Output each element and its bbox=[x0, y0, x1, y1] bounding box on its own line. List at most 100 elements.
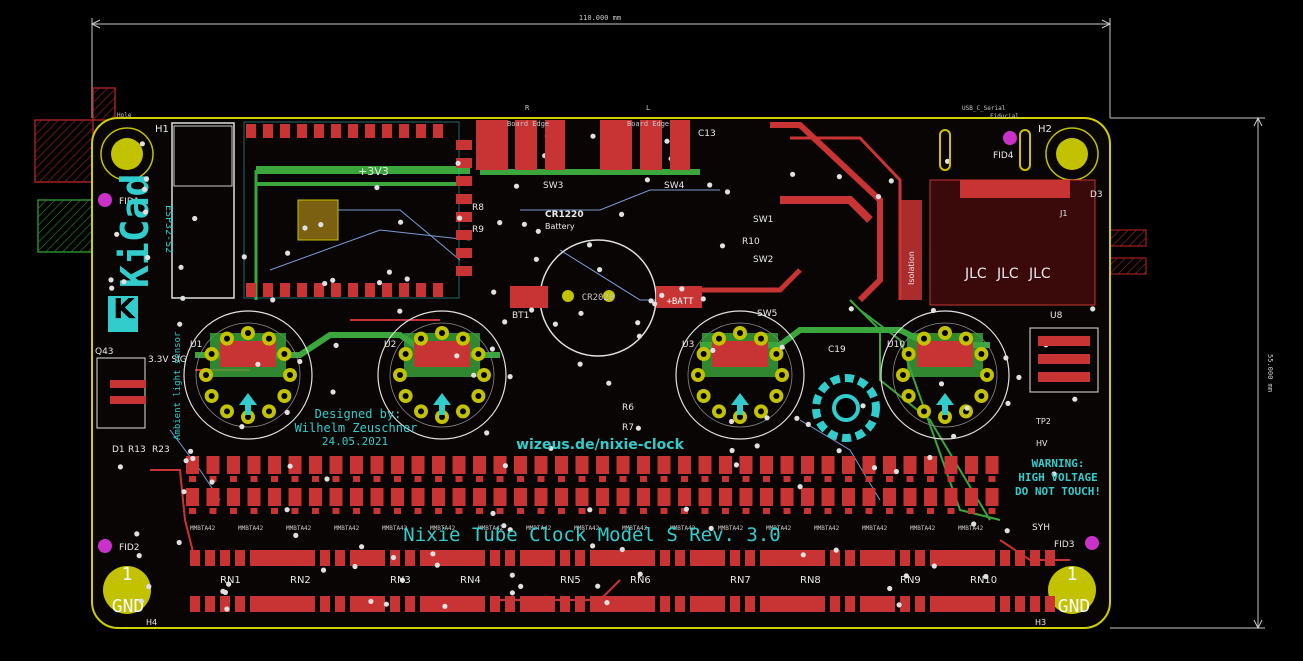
warning-line3: DO NOT TOUCH! bbox=[1015, 485, 1101, 498]
svg-text:D3: D3 bbox=[1090, 190, 1103, 200]
open-hardware-logo bbox=[812, 374, 880, 442]
dimension-height: 55.000 mm bbox=[1110, 116, 1274, 630]
hole-ref: H1 bbox=[155, 124, 169, 135]
battery-ref: CR2020 bbox=[582, 293, 615, 303]
tube-ref: U3 bbox=[682, 340, 694, 350]
batt-label: +BATT bbox=[666, 297, 694, 307]
transistor-part-label: MMBTA42 bbox=[718, 525, 744, 532]
switch-sw2: SW2 bbox=[753, 255, 773, 265]
hv-warning: WARNING: HIGH VOLTAGE DO NOT TOUCH! bbox=[1015, 457, 1101, 498]
transistor-part-label: MMBTA42 bbox=[430, 525, 456, 532]
usb-block[interactable]: USB_C_Serial JLC JLC JLC D3 J1 U8 bbox=[929, 105, 1103, 321]
svg-text:J1: J1 bbox=[1059, 209, 1067, 218]
svg-text:C13: C13 bbox=[698, 129, 716, 139]
resistor-network[interactable]: RN10 bbox=[940, 550, 1055, 612]
svg-text:R8: R8 bbox=[472, 203, 484, 213]
battery-holder[interactable]: +BATT CR2020 CR1220 Battery BT1 bbox=[510, 210, 702, 357]
svg-text:FID4: FID4 bbox=[993, 151, 1014, 161]
nixie-tube-socket[interactable]: U10 bbox=[880, 310, 1010, 440]
hole-ref: H4 bbox=[146, 618, 157, 627]
switch-sw5: SW5 bbox=[757, 309, 777, 319]
warning-line1: WARNING: bbox=[1032, 457, 1085, 470]
jlc-label: JLC bbox=[964, 266, 987, 282]
isolation-block: Isolation bbox=[900, 200, 922, 300]
usb-label: USB_C_Serial bbox=[962, 105, 1006, 112]
resistor-network-ref: RN8 bbox=[800, 575, 821, 586]
resistor-network-ref: RN7 bbox=[730, 575, 751, 586]
transistor-part-label: MMBTA42 bbox=[958, 525, 984, 532]
nixie-tube-socket[interactable]: U2 bbox=[377, 310, 507, 440]
switch-sw4: SW4 bbox=[664, 181, 685, 191]
mounting-hole-h3[interactable]: 1 GND H3 bbox=[1035, 564, 1096, 627]
transistor-part-label: MMBTA42 bbox=[382, 525, 408, 532]
svg-text:K: K bbox=[113, 292, 136, 325]
dimension-width: 110.000 mm bbox=[90, 14, 1112, 118]
height-dimension-label: 55.000 mm bbox=[1266, 354, 1274, 392]
battery-word: Battery bbox=[545, 222, 575, 231]
top-switches[interactable]: R L Board Edge Board Edge SW3 SW4 SW1 SW… bbox=[476, 104, 777, 319]
design-date: 24.05.2021 bbox=[322, 435, 388, 448]
isolation-label: Isolation bbox=[907, 251, 916, 285]
svg-text:R7: R7 bbox=[622, 423, 634, 433]
svg-text:Q43: Q43 bbox=[95, 347, 114, 357]
resistor-network-ref: RN4 bbox=[460, 575, 481, 586]
transistor-part-label: MMBTA42 bbox=[526, 525, 552, 532]
hole-ref: H2 bbox=[1038, 124, 1052, 135]
vias bbox=[108, 133, 1096, 612]
switch-sw1: SW1 bbox=[753, 215, 773, 225]
warning-line2: HIGH VOLTAGE bbox=[1018, 471, 1097, 484]
transistor-part-label: MMBTA42 bbox=[478, 525, 504, 532]
sensor-label: Ambient light sensor bbox=[173, 331, 183, 440]
hole-label: Hole bbox=[117, 112, 132, 119]
mounting-hole-h1[interactable]: H1 Hole bbox=[100, 112, 169, 181]
svg-text:L: L bbox=[646, 104, 650, 112]
fiducial-label: Fiducial bbox=[990, 113, 1019, 120]
hv-label: HV bbox=[1036, 439, 1048, 448]
nixie-tube-socket[interactable]: U3 bbox=[675, 310, 805, 440]
fiducial-fid1: FID1 bbox=[98, 193, 140, 207]
designer-block: Designed by: Wilhelm Zeuschner 24.05.202… bbox=[295, 407, 418, 448]
svg-text:FID2: FID2 bbox=[119, 543, 140, 553]
board-edge-label: Board Edge bbox=[507, 120, 549, 128]
smd-pads: MMBTA42 MMBTA42 MMBTA42 MMBTA42 MMBTA42 MMBTA… bbox=[186, 124, 999, 532]
battery-type: CR1220 bbox=[545, 210, 584, 220]
svg-text:BT1: BT1 bbox=[512, 311, 529, 321]
svg-text:R9: R9 bbox=[472, 225, 484, 235]
syh-label: SYH bbox=[1032, 523, 1050, 533]
transistor-part-label: MMBTA42 bbox=[910, 525, 936, 532]
fiducial-fid4: FID4 Fiducial bbox=[990, 113, 1019, 161]
svg-text:R6: R6 bbox=[622, 403, 634, 413]
transistor-part-label: MMBTA42 bbox=[286, 525, 312, 532]
tube-ref: U1 bbox=[190, 340, 202, 350]
jlc-label: JLC bbox=[1028, 266, 1051, 282]
resistor-network-ref: RN9 bbox=[900, 575, 921, 586]
fiducial-fid3: FID3 bbox=[1054, 536, 1099, 550]
svg-text:TP2: TP2 bbox=[1035, 417, 1051, 426]
pin-one-label: 1 bbox=[1067, 564, 1078, 585]
board-edge-label: Board Edge bbox=[627, 120, 669, 128]
transistor-part-label: MMBTA42 bbox=[622, 525, 648, 532]
transistor-part-label: MMBTA42 bbox=[766, 525, 792, 532]
kicad-logo: K KiCad bbox=[108, 174, 157, 332]
resistor-network-ref: RN10 bbox=[970, 575, 997, 586]
resistor-network[interactable]: RN2 bbox=[260, 550, 375, 612]
sig-label: 3.3V SIG bbox=[148, 355, 187, 365]
net-label-3v3: +3V3 bbox=[358, 165, 389, 178]
designer-line2: Wilhelm Zeuschner bbox=[295, 421, 418, 435]
nixie-tube-socket[interactable]: U1 bbox=[183, 310, 313, 440]
esp32-label: ESP32-S2 bbox=[163, 205, 174, 253]
hv-module[interactable]: TP2 HV bbox=[1029, 327, 1099, 448]
jlc-label: JLC bbox=[996, 266, 1019, 282]
tube-ref: U2 bbox=[384, 340, 396, 350]
transistor-part-label: MMBTA42 bbox=[334, 525, 360, 532]
nixie-tubes: U1 U2 U3 U10 bbox=[183, 310, 1010, 440]
esp32-module[interactable]: ESP32-S2 bbox=[163, 121, 460, 299]
svg-text:FID3: FID3 bbox=[1054, 540, 1075, 550]
offboard-footprints bbox=[34, 87, 1147, 275]
board-outline bbox=[91, 117, 1111, 629]
resistor-network-ref: RN2 bbox=[290, 575, 311, 586]
sensor-area: Q43 3.3V SIG Ambient light sensor D1 R13… bbox=[95, 331, 187, 455]
svg-text:C19: C19 bbox=[828, 345, 846, 355]
transistor-part-label: MMBTA42 bbox=[190, 525, 216, 532]
